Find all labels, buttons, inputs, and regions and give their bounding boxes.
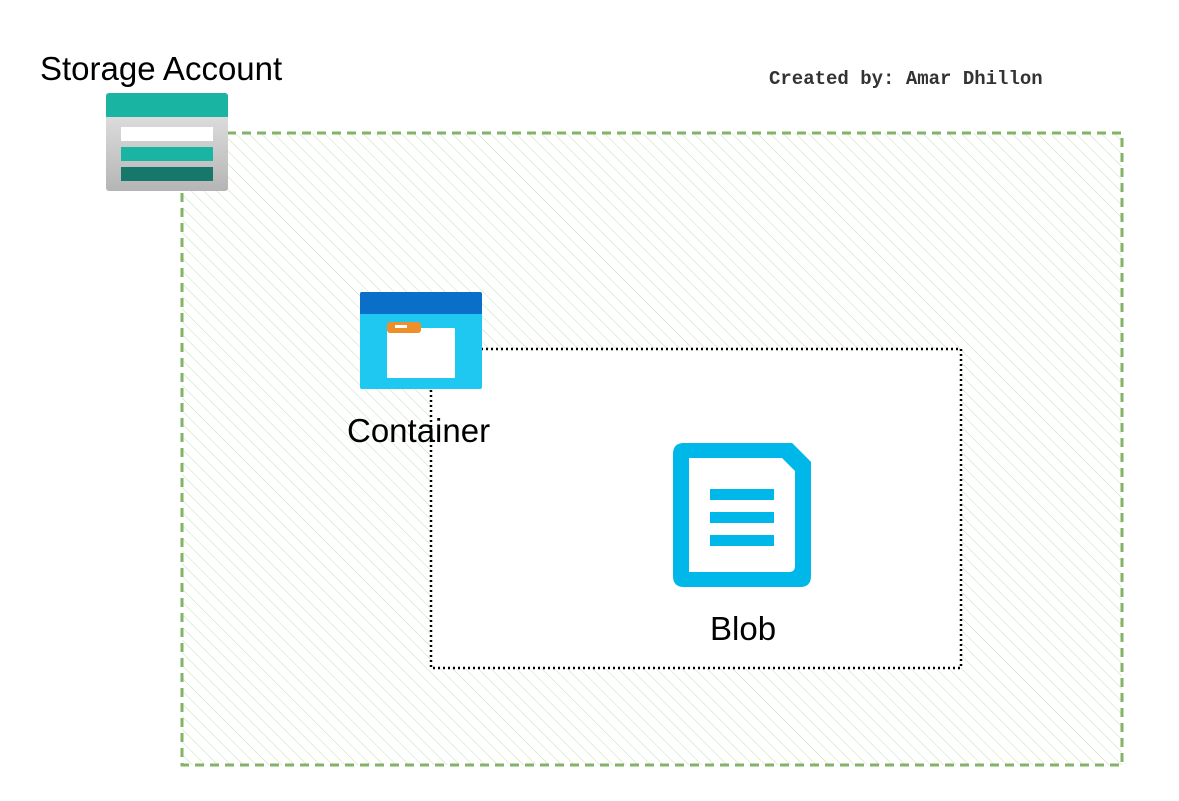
blob-label: Blob <box>710 610 777 647</box>
storage-account-label: Storage Account <box>40 50 283 87</box>
storage-account-icon[interactable] <box>106 93 228 191</box>
folder-container-icon[interactable] <box>360 292 482 389</box>
author-credit: Created by: Amar Dhillon <box>769 68 1043 90</box>
blob-document-icon[interactable] <box>673 443 811 587</box>
container-label: Container <box>347 412 491 449</box>
